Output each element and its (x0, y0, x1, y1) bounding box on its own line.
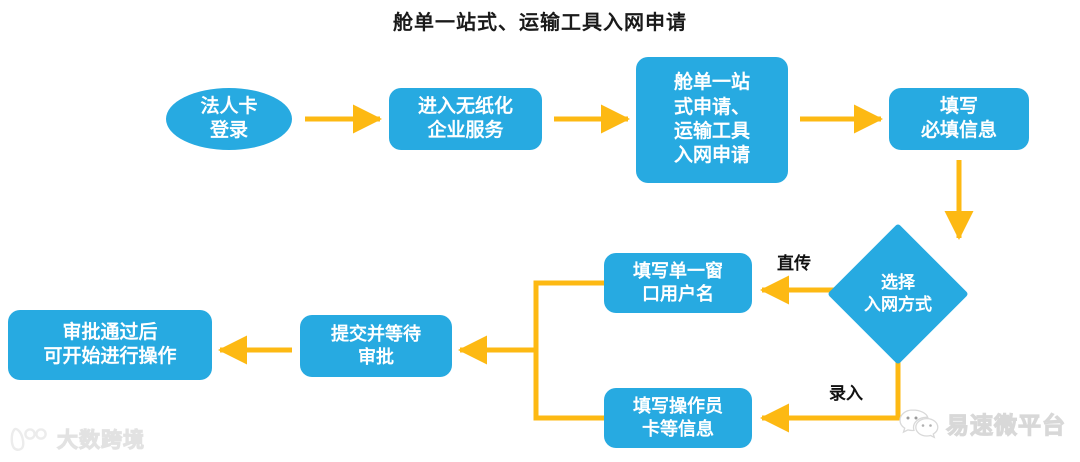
edge-label-direct-transfer: 直传 (777, 254, 811, 273)
watermark-left: 大数跨境 (10, 424, 145, 454)
node-operator-line1: 填写操作员 (633, 395, 723, 416)
node-submit-and-await-approval[interactable]: 提交并等待 审批 (300, 315, 452, 377)
node-apply-line3: 运输工具 (673, 121, 750, 142)
node-login-line2: 登录 (209, 120, 248, 141)
node-apply-line4: 入网申请 (673, 145, 750, 167)
node-login[interactable]: 法人卡 登录 (166, 88, 292, 150)
node-operator-line2: 卡等信息 (642, 419, 714, 439)
watermark-left-text: 大数跨境 (57, 429, 145, 453)
node-fill-operator-card-info[interactable]: 填写操作员 卡等信息 (604, 388, 752, 448)
node-approved-line1: 审批通过后 (62, 321, 158, 343)
node-login-line1: 法人卡 (200, 95, 258, 117)
edge-merge-to-submit (533, 280, 604, 421)
edge-label-manual-entry: 录入 (829, 384, 863, 403)
node-single-line1: 填写单一窗 (633, 260, 723, 281)
watermark-right-text: 易速微平台 (946, 412, 1066, 439)
page-title: 舱单一站式、运输工具入网申请 (393, 12, 687, 34)
edge-choose-to-operator (760, 334, 901, 433)
node-approved-line2: 可开始进行操作 (43, 346, 177, 367)
node-fillreq-line1: 填写 (939, 95, 978, 117)
node-paperless-line2: 企业服务 (427, 120, 504, 141)
paw-logo-icon (10, 427, 47, 451)
node-choose-line1: 选择 (881, 273, 915, 293)
watermark-right: 易速微平台 (897, 406, 1066, 440)
node-fill-required-info[interactable]: 填写 必填信息 (889, 88, 1029, 150)
node-apply-line1: 舱单一站 (673, 72, 750, 94)
node-paperless-service[interactable]: 进入无纸化 企业服务 (389, 88, 542, 150)
node-submit-line2: 审批 (358, 347, 394, 367)
node-fill-single-window-username[interactable]: 填写单一窗 口用户名 (604, 253, 752, 313)
node-apply-line2: 式申请、 (673, 96, 750, 118)
node-choose-network-method[interactable]: 选择 入网方式 (827, 223, 969, 365)
node-fillreq-line2: 必填信息 (920, 120, 997, 141)
node-paperless-line1: 进入无纸化 (417, 95, 513, 117)
node-single-line2: 口用户名 (642, 284, 714, 304)
wechat-icon (899, 409, 939, 439)
node-approved-can-operate[interactable]: 审批通过后 可开始进行操作 (8, 310, 212, 380)
node-submit-line1: 提交并等待 (331, 323, 421, 344)
node-manifest-apply[interactable]: 舱单一站 式申请、 运输工具 入网申请 (636, 57, 788, 183)
node-choose-line2: 入网方式 (864, 295, 932, 314)
